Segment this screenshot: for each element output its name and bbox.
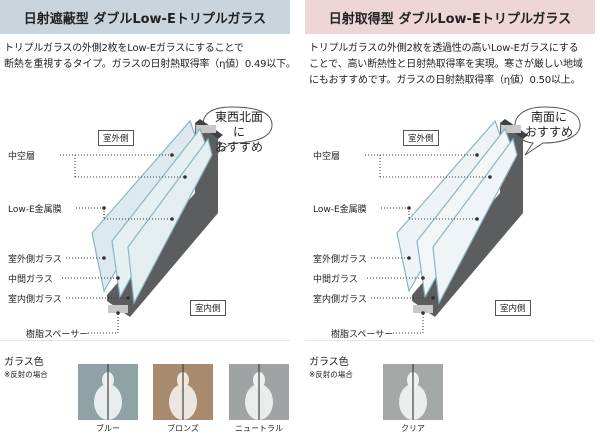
left-panel: 日射遮蔽型 ダブルLow-Eトリプルガラス トリプルガラスの外側2枚をLow-E…	[0, 0, 296, 435]
description-line: ことで、高い断熱性と日射熱取得率を実現。寒さが厳しい地域	[309, 59, 583, 70]
swatch-bronze-image	[153, 364, 213, 420]
glass-diagram: 南面に おすすめ 室外側 室内側 中空層 Low-E金属膜 室外側ガラス 中間ガ…	[305, 95, 595, 340]
label-inner-glass: 室内側ガラス	[313, 295, 367, 305]
leader-dot	[431, 296, 435, 300]
outside-label: 室外側	[98, 130, 134, 146]
divider	[0, 340, 290, 341]
label-lowe-film: Low-E金属膜	[313, 205, 367, 215]
label-hollow-layer: 中空層	[8, 152, 36, 162]
outside-label: 室外側	[403, 130, 439, 146]
spacer-bottom	[108, 305, 128, 313]
description-line: にもおすすめです。ガラスの日射熱取得率（η値）0.50以上。	[309, 75, 581, 86]
description-line: トリプルガラスの外側2枚をLow-Eガラスにすることで	[4, 43, 244, 54]
glass-pane-inner	[127, 137, 213, 306]
leader-dot	[102, 206, 106, 210]
spacer-top	[501, 125, 521, 133]
description: トリプルガラスの外側2枚をLow-Eガラスにすることで 断熱を重視するタイプ。ガ…	[4, 41, 296, 73]
swatch-caption: ブルー	[96, 424, 120, 433]
spacer-top	[196, 125, 216, 133]
panel-header: 日射取得型 ダブルLow-Eトリプルガラス	[305, 0, 595, 34]
leader-dot	[475, 217, 479, 221]
recommendation-bubble: 東西北面に おすすめ	[210, 110, 268, 155]
leader-dot	[170, 153, 174, 157]
glass-color-title: ガラス色	[309, 357, 349, 368]
label-middle-glass: 中間ガラス	[8, 275, 53, 285]
glass-color-note: ※反射の場合	[4, 370, 48, 379]
bubble-text: 東西北面に	[214, 110, 263, 139]
bubble-text: おすすめ	[524, 125, 573, 139]
swatch-clear-image	[383, 364, 443, 420]
leader-dot	[421, 276, 425, 280]
label-resin-spacer: 樹脂スペーサー	[331, 330, 394, 340]
panel-header: 日射遮蔽型 ダブルLow-Eトリプルガラス	[0, 0, 290, 34]
description-line: トリプルガラスの外側2枚を透過性の高いLow-Eガラスにする	[309, 43, 579, 54]
spacer-bottom	[413, 305, 433, 313]
swatch-blue-image	[78, 364, 138, 420]
right-panel: 日射取得型 ダブルLow-Eトリプルガラス トリプルガラスの外側2枚を透過性の高…	[305, 0, 595, 435]
glass-color-note: ※反射の場合	[309, 370, 353, 379]
leader-dot	[116, 311, 120, 315]
swatch-neutral	[229, 364, 289, 420]
swatch-caption: ニュートラル	[235, 424, 283, 433]
swatch-bronze	[153, 364, 213, 420]
label-outer-glass: 室外側ガラス	[8, 255, 62, 265]
glass-diagram-svg	[60, 106, 273, 334]
leader-dot	[407, 256, 411, 260]
swatch-caption: ブロンズ	[167, 424, 199, 433]
description: トリプルガラスの外側2枚を透過性の高いLow-Eガラスにする ことで、高い断熱性…	[309, 41, 593, 89]
glass-color-title: ガラス色	[4, 357, 44, 368]
leader-dot	[183, 175, 187, 179]
divider	[305, 340, 595, 341]
inside-label: 室内側	[190, 300, 226, 316]
leader-dot	[475, 153, 479, 157]
swatch-blue	[78, 364, 138, 420]
swatch-neutral-image	[229, 364, 289, 420]
description-line: 断熱を重視するタイプ。ガラスの日射熱取得率（η値）0.49以下。	[4, 59, 296, 70]
recommendation-bubble: 南面に おすすめ	[520, 110, 578, 140]
leader-dot	[488, 175, 492, 179]
swatch-caption: クリア	[401, 424, 425, 433]
leader-dot	[421, 311, 425, 315]
bubble-shape	[514, 106, 581, 156]
leader-dot	[102, 256, 106, 260]
label-inner-glass: 室内側ガラス	[8, 295, 62, 305]
label-middle-glass: 中間ガラス	[313, 275, 358, 285]
glass-pane-inner	[432, 137, 518, 306]
label-resin-spacer: 樹脂スペーサー	[26, 330, 89, 340]
swatch-clear	[383, 364, 443, 420]
leader-dot	[170, 217, 174, 221]
inside-label: 室内側	[495, 300, 531, 316]
label-hollow-layer: 中空層	[313, 152, 341, 162]
glass-diagram-svg	[365, 106, 581, 334]
label-outer-glass: 室外側ガラス	[313, 255, 367, 265]
leader-dot	[126, 296, 130, 300]
label-lowe-film: Low-E金属膜	[8, 205, 62, 215]
bubble-text: おすすめ	[214, 140, 263, 154]
glass-diagram: 東西北面に おすすめ 室外側 室内側 中空層 Low-E金属膜 室外側ガラス 中…	[0, 95, 290, 340]
bubble-text: 南面に	[530, 110, 567, 124]
leader-dot	[407, 206, 411, 210]
leader-dot	[116, 276, 120, 280]
